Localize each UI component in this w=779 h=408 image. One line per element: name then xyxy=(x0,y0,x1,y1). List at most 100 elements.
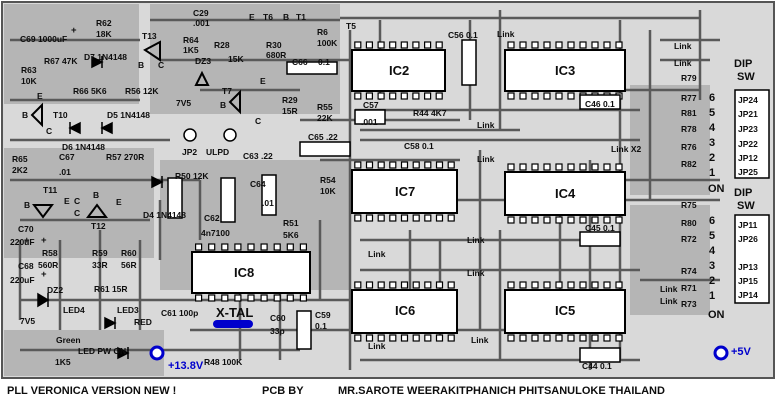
ic-pin-pad xyxy=(365,92,373,100)
label-c2: C xyxy=(255,116,262,126)
ic5-body xyxy=(504,289,626,334)
ic-pin-pad xyxy=(424,161,432,169)
label-c60: C60 xyxy=(270,313,286,323)
label-r5: 1K5 xyxy=(55,357,71,367)
ic-pin-pad xyxy=(507,334,515,342)
ic-pin-pad xyxy=(435,92,443,100)
label-t5: T5 xyxy=(346,21,356,31)
ic-pin-pad xyxy=(365,281,374,289)
ic-pin-pad xyxy=(507,216,515,224)
ic2-label: IC2 xyxy=(389,63,410,78)
dip-top-resistor: R78 xyxy=(681,124,697,134)
ic-pin-pad xyxy=(247,243,255,251)
dip-bottom-on: ON xyxy=(708,309,725,321)
ic-pin-pad xyxy=(365,214,374,222)
label-led-pw-on: LED PW ON xyxy=(78,346,127,356)
dip-bottom-resistor: R71 xyxy=(681,283,697,293)
dip-top-resistor: R79 xyxy=(681,73,697,83)
ic-pin-pad xyxy=(286,294,294,302)
ic-pin-pad xyxy=(603,281,611,289)
label-c57-value: .001 xyxy=(361,117,378,127)
ic3-body xyxy=(504,49,626,92)
dip-top-jumper: JP25 xyxy=(738,167,758,177)
label-b3: B xyxy=(220,100,227,110)
ic-pin-pad xyxy=(208,294,216,302)
ic-pin-pad xyxy=(507,41,515,49)
ic-pin-pad xyxy=(519,41,527,49)
label-plus-13-8v: +13.8V xyxy=(168,360,204,372)
label-c59: C59 xyxy=(315,310,331,320)
ic-pin-pad xyxy=(603,41,611,49)
dip-bottom-resistor: R72 xyxy=(681,234,697,244)
dip-top-resistor: R77 xyxy=(681,93,697,103)
label-c64: C64 xyxy=(250,179,266,189)
label-plus-d: + xyxy=(24,235,30,246)
label-r56: R56 12K xyxy=(125,86,159,96)
ic-pin-pad xyxy=(299,243,307,251)
dip-top-title-2: SW xyxy=(737,71,755,83)
dip-top-number: 1 xyxy=(709,167,716,179)
dip-boxes xyxy=(734,89,770,304)
ic-pin-pad xyxy=(555,92,563,100)
label-c58: C58 0.1 xyxy=(404,141,434,151)
ic-pin-pad xyxy=(389,161,397,169)
ic-pin-pad xyxy=(377,41,385,49)
dip-bottom-title-1: DIP xyxy=(734,187,753,199)
ic-pin-pad xyxy=(567,41,575,49)
ic2-body xyxy=(351,49,446,92)
footer-pcb-by: PCB BY xyxy=(262,385,304,397)
label-c56: C56 0.1 xyxy=(448,30,478,40)
dip-top-number: 2 xyxy=(709,152,716,164)
ic-pin-pad xyxy=(400,334,409,342)
label-t7: T7 xyxy=(222,86,232,96)
label-led4: LED4 xyxy=(63,305,85,315)
label-b5: B xyxy=(24,200,31,210)
pads xyxy=(149,128,729,361)
label-e3: E xyxy=(37,91,43,101)
ic-pin-pad xyxy=(234,294,242,302)
ic-pin-pad xyxy=(567,334,575,342)
footer-title: PLL VERONICA VERSION NEW ! xyxy=(7,385,177,397)
label-b1: B xyxy=(283,12,290,22)
ic-pin-pad xyxy=(591,216,599,224)
ic-pin-pad xyxy=(567,216,575,224)
dip-bottom-resistor: R74 xyxy=(681,266,697,276)
ic-pin-pad xyxy=(377,214,385,222)
label-c67-value: .01 xyxy=(59,167,71,177)
label-c66: C66 xyxy=(292,57,308,67)
label-r51: R51 xyxy=(283,218,299,228)
label-r48: R48 100K xyxy=(204,357,243,367)
label-r59: R59 xyxy=(92,248,108,258)
ic8-body xyxy=(191,251,311,294)
ic-pin-pad xyxy=(260,243,268,251)
label-r28-value: 15K xyxy=(228,54,244,64)
label-r54-value: 10K xyxy=(320,186,336,196)
label-t10: T10 xyxy=(53,110,68,120)
label-r6: R6 xyxy=(317,27,328,37)
ic-pin-pad xyxy=(221,243,229,251)
label-c68-value: 220uF xyxy=(10,275,35,285)
label-c70-value: 220uF xyxy=(10,237,35,247)
ic-pin-pad xyxy=(591,41,599,49)
dip-bottom-number: 2 xyxy=(709,275,716,287)
ic-pin-pad xyxy=(579,334,587,342)
label-e4: E xyxy=(64,196,70,206)
label-e1: E xyxy=(249,12,255,22)
ic-pin-pad xyxy=(447,334,455,342)
label-plus-c: + xyxy=(41,269,47,280)
label-r58-value: 560R xyxy=(38,260,59,270)
ic-pin-pad xyxy=(519,281,527,289)
ic-pin-pad xyxy=(400,281,409,289)
dip-bottom-title-2: SW xyxy=(737,200,755,212)
ic-pin-pad xyxy=(354,214,362,222)
label-r61: R61 15R xyxy=(94,284,128,294)
dip-top-number: 4 xyxy=(709,122,716,134)
ic-pin-pad xyxy=(354,92,362,100)
dip-bottom-resistor: R80 xyxy=(681,218,697,228)
label-e5: E xyxy=(116,197,122,207)
ic4-body xyxy=(504,171,626,216)
ic7-label: IC7 xyxy=(395,184,416,199)
ic8-label: IC8 xyxy=(234,265,255,280)
ic-pin-pad xyxy=(435,281,444,289)
ic-pin-pad xyxy=(412,281,420,289)
